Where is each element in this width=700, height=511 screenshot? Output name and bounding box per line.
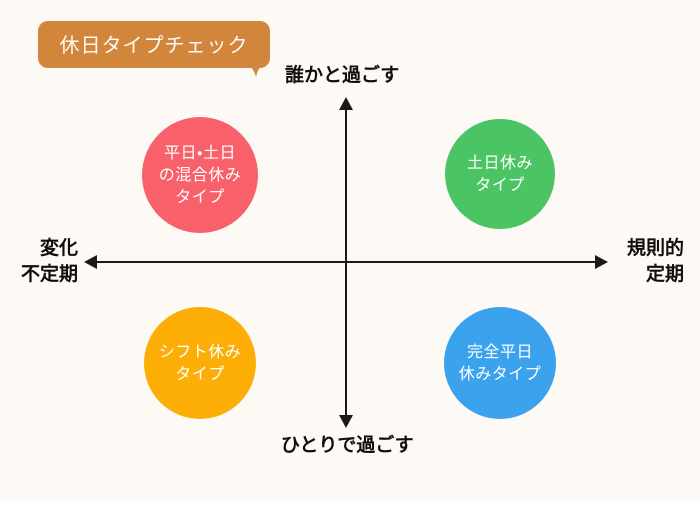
axis-arrow-right-icon (595, 255, 608, 269)
title-bubble: 休日タイプチェック (38, 21, 270, 68)
bubble-line: タイプ (175, 187, 225, 206)
axis-arrow-up-icon (339, 97, 353, 110)
axis-vertical-line (345, 101, 347, 425)
axis-label-left: 変化 不定期 (16, 235, 78, 287)
quadrant-bubble-mixed[interactable]: 平日・土日 の混合休み タイプ (142, 117, 258, 233)
bubble-line: の混合休み (158, 165, 242, 184)
quadrant-bubble-weekend[interactable]: 土日休み タイプ (445, 119, 555, 229)
axis-arrow-down-icon (339, 415, 353, 428)
bubble-line: タイプ (475, 175, 525, 194)
axis-label-top-text: 誰かと過ごす (285, 64, 400, 86)
speech-bubble-tail-icon (244, 62, 268, 77)
bubble-line: シフト休み (158, 342, 242, 361)
axis-label-right: 規則的 定期 (608, 235, 684, 287)
axis-horizontal-line (88, 261, 606, 263)
quadrant-bubble-shift[interactable]: シフト休み タイプ (144, 307, 256, 419)
axis-label-right-line1: 規則的 (626, 237, 684, 259)
axis-label-left-line2: 不定期 (20, 263, 78, 285)
quadrant-bubble-weekend-label: 土日休み タイプ (467, 152, 533, 196)
axis-label-right-line2: 定期 (645, 263, 684, 285)
axis-label-bottom-text: ひとりで過ごす (281, 434, 414, 456)
page-title: 休日タイプチェック (59, 32, 249, 57)
quadrant-bubble-weekday[interactable]: 完全平日 休みタイプ (444, 307, 556, 419)
bubble-line: タイプ (175, 364, 225, 383)
quadrant-bubble-mixed-label: 平日・土日 の混合休み タイプ (159, 142, 242, 208)
bubble-line: 休みタイプ (458, 364, 542, 383)
bubble-line: 完全平日 (466, 342, 533, 361)
axis-label-left-line1: 変化 (39, 237, 78, 259)
axis-label-bottom: ひとりで過ごす (281, 432, 414, 458)
axis-arrow-left-icon (84, 255, 97, 269)
axis-label-top: 誰かと過ごす (285, 62, 399, 88)
quadrant-bubble-shift-label: シフト休み タイプ (159, 341, 242, 385)
bubble-line: 土日休み (466, 153, 533, 172)
quadrant-bubble-weekday-label: 完全平日 休みタイプ (459, 341, 542, 385)
bubble-line: 平日・土日 (164, 143, 236, 162)
